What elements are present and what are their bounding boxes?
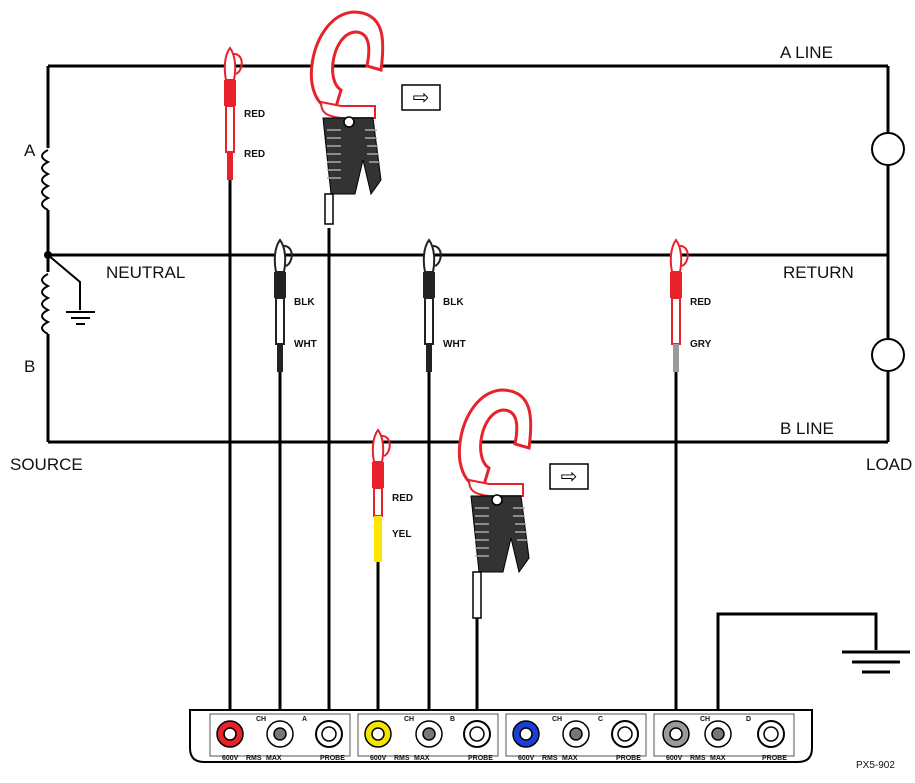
- instrument-input-panel: CH A 600V RMS MAX PROBE CH B 600V RMS: [189, 709, 813, 763]
- svg-text:PROBE: PROBE: [320, 755, 345, 762]
- probe-body-label: WHT: [443, 339, 466, 350]
- probe-ch-a-red: RED RED: [223, 46, 265, 180]
- svg-text:RMS: RMS: [394, 755, 410, 762]
- current-clamp-b: [457, 388, 533, 619]
- coil-a-label: A: [24, 141, 36, 160]
- return-label: RETURN: [783, 263, 854, 282]
- current-direction-arrow-icon: ⇨: [401, 84, 441, 111]
- svg-text:600V: 600V: [518, 755, 535, 762]
- channel-b-group: CH B 600V RMS MAX PROBE: [357, 713, 499, 762]
- svg-text:RMS: RMS: [690, 755, 706, 762]
- probe-tip-label: RED: [244, 109, 265, 120]
- channel-c-group: CH C 600V RMS MAX PROBE: [505, 713, 647, 762]
- svg-text:MAX: MAX: [562, 755, 578, 762]
- probe-tip-label: BLK: [443, 297, 464, 308]
- arrow-glyph: ⇨: [413, 87, 430, 109]
- svg-text:PROBE: PROBE: [468, 755, 493, 762]
- load-b: [871, 338, 905, 372]
- probe-body-label: GRY: [690, 339, 712, 350]
- probe-body-label: YEL: [392, 529, 411, 540]
- coil-b-label: B: [24, 357, 35, 376]
- source-winding: [41, 66, 95, 442]
- load-a: [871, 132, 905, 166]
- probe-body-label: RED: [244, 149, 265, 160]
- channel-name-label: C: [598, 716, 603, 723]
- b-line-label: B LINE: [780, 419, 834, 438]
- svg-text:RMS: RMS: [542, 755, 558, 762]
- load-label: LOAD: [866, 455, 912, 474]
- channel-ch-label: CH: [404, 716, 414, 723]
- svg-text:PROBE: PROBE: [616, 755, 641, 762]
- svg-text:600V: 600V: [370, 755, 387, 762]
- svg-text:600V: 600V: [222, 755, 239, 762]
- probe-ch-a-blk: BLK WHT: [273, 238, 317, 372]
- channel-name-label: D: [746, 716, 751, 723]
- arrow-glyph: ⇨: [561, 466, 578, 488]
- probe-tip-label: BLK: [294, 297, 315, 308]
- probe-ch-b-red: RED YEL: [371, 428, 413, 562]
- probe-tip-label: RED: [392, 493, 413, 504]
- probe-ch-b-blk: BLK WHT: [422, 238, 466, 372]
- probe-body-label: WHT: [294, 339, 317, 350]
- channel-ch-label: CH: [552, 716, 562, 723]
- probe-ch-d-red: RED GRY: [669, 238, 712, 372]
- svg-text:PROBE: PROBE: [762, 755, 787, 762]
- figure-id: PX5-902: [856, 760, 895, 771]
- svg-text:MAX: MAX: [414, 755, 430, 762]
- svg-text:RMS: RMS: [246, 755, 262, 762]
- channel-name-label: B: [450, 716, 455, 723]
- channel-ch-label: CH: [700, 716, 710, 723]
- source-label: SOURCE: [10, 455, 83, 474]
- channel-d-group: CH D 600V RMS MAX PROBE: [653, 713, 795, 762]
- load-side: [871, 66, 905, 442]
- channel-name-label: A: [302, 716, 307, 723]
- test-lead-wires: [228, 180, 878, 718]
- earth-ground-icon: [842, 650, 910, 674]
- channel-a-group: CH A 600V RMS MAX PROBE: [209, 713, 351, 762]
- svg-text:600V: 600V: [666, 755, 683, 762]
- channel-ch-label: CH: [256, 716, 266, 723]
- current-clamp-a: [309, 10, 385, 225]
- neutral-label: NEUTRAL: [106, 263, 185, 282]
- probe-tip-label: RED: [690, 297, 711, 308]
- svg-text:MAX: MAX: [266, 755, 282, 762]
- current-direction-arrow-icon: ⇨: [549, 463, 589, 490]
- a-line-label: A LINE: [780, 43, 833, 62]
- svg-text:MAX: MAX: [710, 755, 726, 762]
